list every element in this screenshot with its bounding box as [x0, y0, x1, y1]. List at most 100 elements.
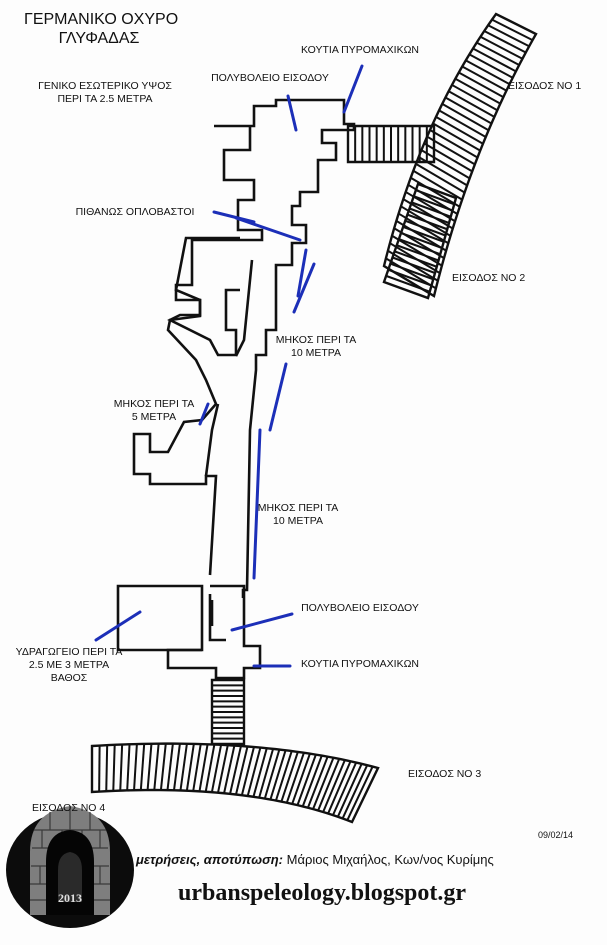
entrance-3-4-curved-ramp [90, 742, 380, 824]
stair-line [487, 24, 530, 48]
stair-line [322, 759, 346, 813]
stair-line [435, 115, 484, 145]
pointer-length5 [198, 402, 210, 426]
pointer-cistern [94, 610, 142, 642]
pointer-mg-bottom [230, 612, 294, 632]
stair-line [451, 84, 498, 112]
stair-line [301, 755, 323, 807]
stair-line [396, 244, 439, 262]
stair-line [341, 764, 369, 819]
stair-line [458, 71, 504, 99]
stair-line [327, 760, 352, 814]
stair-line [404, 219, 446, 237]
stair-line [444, 96, 492, 125]
lower-entry-walls [166, 584, 262, 680]
plan-walls [116, 98, 356, 680]
stair-line [448, 90, 495, 118]
pointer-length10a-1 [296, 248, 308, 298]
label-length-10m-upper: ΜΗΚΟΣ ΠΕΡΙ ΤΑ 10 ΜΕΤΡΑ [275, 334, 357, 359]
stair-outline [90, 742, 380, 824]
label-ammo-boxes-top: ΚΟΥΤΙΑ ΠΥΡΟΜΑΧΙΚΩΝ [300, 44, 420, 56]
stair-line [400, 232, 443, 249]
stair-line [398, 238, 441, 256]
stair-line [112, 744, 116, 791]
west-room [132, 236, 240, 576]
page-title: ΓΕΡΜΑΝΙΚΟ ΟΧΥΡΟ ΓΛΥΦΑΔΑΣ [24, 11, 179, 47]
lower-connector-stairs [210, 678, 246, 746]
stair-line [429, 129, 479, 159]
stair-line [415, 162, 466, 194]
stair-line [285, 752, 305, 804]
stair-line [119, 744, 124, 791]
stair-line [317, 758, 341, 811]
entrance-2-stairs [382, 182, 458, 300]
stair-line [139, 743, 146, 791]
upper-complex-inner [167, 126, 264, 357]
label-length-5m: ΜΗΚΟΣ ΠΕΡΙ ΤΑ 5 ΜΕΤΡΑ [113, 398, 195, 423]
label-mg-nest-bottom: ΠΟΛΥΒΟΛΕΙΟ ΕΙΣΟΔΟΥ [301, 602, 419, 614]
label-mg-nest-top: ΠΟΛΥΒΟΛΕΙΟ ΕΙΣΟΔΟΥ [211, 72, 329, 84]
stair-line [411, 201, 452, 218]
label-length-10m-lower: ΜΗΚΟΣ ΠΕΡΙ ΤΑ 10 ΜΕΤΡΑ [257, 502, 339, 527]
survey-credits: μετρήσεις, αποτύπωση: Μάριος Μιχαήλος, Κ… [136, 852, 494, 867]
stair-line [410, 176, 461, 208]
stair-line [491, 18, 533, 42]
stair-line [166, 743, 174, 791]
stair-line [296, 754, 317, 806]
stair-line [179, 743, 188, 791]
stair-line [387, 268, 432, 287]
label-cistern: ΥΔΡΑΓΩΓΕΙΟ ΠΕΡΙ ΤΑ 2.5 ΜΕ 3 ΜΕΤΡΑ ΒΑΘΟΣ [15, 646, 123, 684]
stair-line [306, 756, 329, 809]
stair-line [105, 745, 109, 792]
stair-line [192, 743, 202, 792]
logo-year: 2013 [58, 891, 82, 905]
stair-line [159, 743, 167, 791]
stair-line [185, 743, 195, 791]
stair-line [476, 41, 520, 66]
stair-line [415, 189, 455, 206]
pointer-armory-2 [234, 216, 302, 242]
entrance-1-connector-stairs [346, 124, 436, 164]
stair-line [153, 743, 160, 791]
stair-line [269, 749, 287, 800]
survey-date: 09/02/14 [538, 830, 574, 840]
stair-line [210, 744, 223, 793]
stair-outline [382, 182, 458, 300]
pointer-ammo-top [342, 64, 364, 114]
stair-line [274, 750, 293, 801]
label-ammo-boxes-bottom: ΚΟΥΤΙΑ ΠΥΡΟΜΑΧΙΚΩΝ [300, 658, 420, 670]
stair-line [483, 30, 527, 54]
stair-line [198, 744, 209, 792]
stair-line [468, 53, 514, 79]
stair-line [217, 744, 229, 793]
stair-line [409, 207, 450, 224]
stair-line [390, 262, 434, 281]
stair-line [204, 744, 216, 792]
stair-line [280, 751, 299, 802]
stair-line [240, 746, 255, 796]
stair-line [291, 753, 311, 805]
pointer-length10b [252, 428, 262, 580]
west-passage [204, 403, 220, 477]
stair-line [413, 195, 453, 212]
pointer-length10a-3 [268, 362, 288, 432]
label-armory: ΠΙΘΑΝΩΣ ΟΠΛΟΒΑΣΤΟΙ [75, 206, 195, 218]
stair-line [420, 149, 471, 180]
stair-line [246, 747, 262, 797]
label-entrance-3: ΕΙΣΟΔΟΣ ΝΟ 3 [408, 768, 482, 780]
stair-line [133, 743, 138, 791]
stair-line [479, 35, 523, 60]
stair-line [146, 743, 153, 791]
urbanspeleology-logo: 2013 [6, 806, 134, 928]
corridor-west-wall [234, 259, 254, 357]
stair-line [438, 109, 487, 138]
stair-line [465, 59, 511, 86]
stair-line [441, 103, 490, 132]
stair-line [392, 256, 436, 274]
label-entrance-4: ΕΙΣΟΔΟΣ ΝΟ 4 [32, 802, 106, 814]
stair-line [252, 747, 268, 798]
stair-line [461, 65, 507, 92]
stair-line [332, 762, 358, 816]
pointer-armory-1 [212, 210, 256, 224]
lower-divider [208, 594, 226, 642]
